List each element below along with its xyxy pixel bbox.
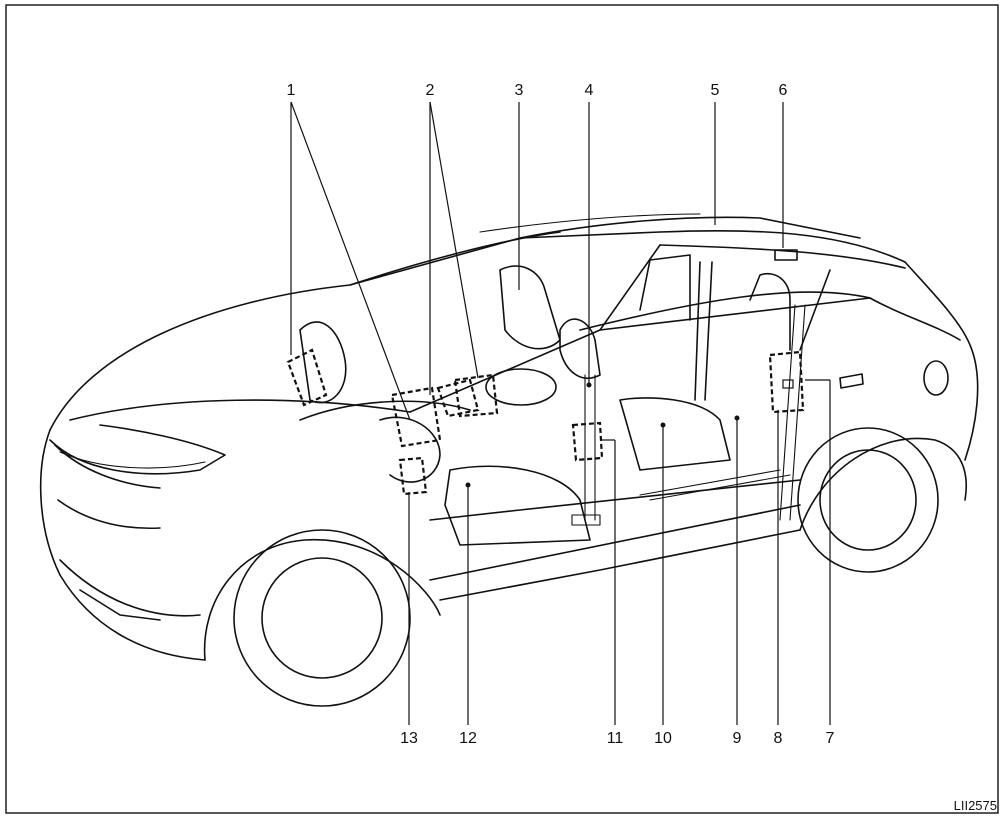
highlight-dash-right [453,373,499,418]
callout-3: 3 [515,82,524,99]
figure-border [5,4,999,814]
highlight-front-left [286,348,328,407]
callout-8: 8 [774,730,783,747]
vehicle-illustration [39,213,979,707]
callout-7: 7 [826,730,835,747]
callout-2: 2 [426,82,435,99]
callout-4: 4 [585,82,594,99]
highlight-steering [390,386,442,448]
highlight-dash-left [436,378,480,418]
highlight-regions [286,348,805,496]
callout-1: 1 [287,82,296,99]
callout-11: 11 [607,730,624,747]
callout-10: 10 [654,730,672,747]
highlight-b-pillar [571,421,604,462]
callout-labels: 1 2 3 4 5 6 7 8 9 10 11 12 13 [287,82,835,747]
callout-9: 9 [733,730,742,747]
callout-12: 12 [459,730,477,747]
callout-13: 13 [400,730,418,747]
leader-lines [290,101,831,725]
callout-5: 5 [711,82,720,99]
buckle-marker [782,379,794,389]
highlight-knee [398,456,428,496]
figure-code: LII2575 [954,798,997,813]
highlight-rear-seat [768,350,805,414]
callout-6: 6 [779,82,788,99]
